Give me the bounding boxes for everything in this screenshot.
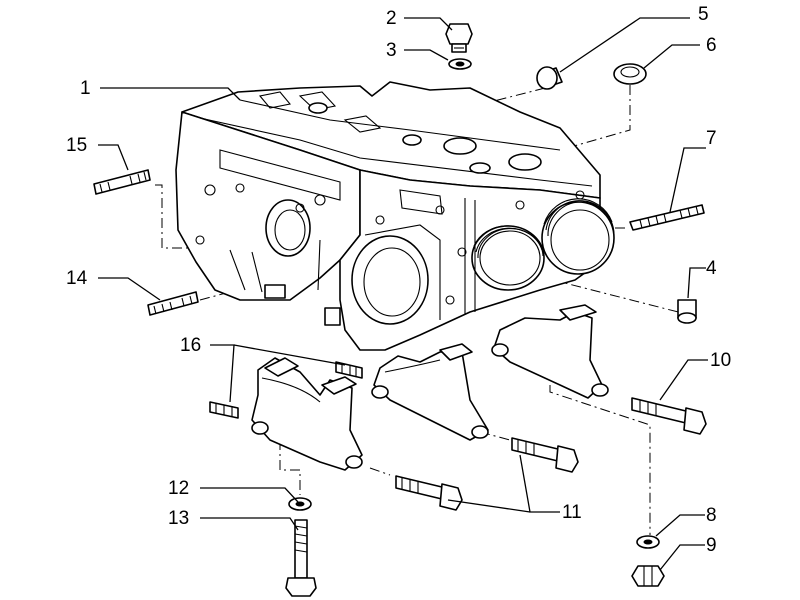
callout-10: 10: [710, 350, 731, 371]
callout-labels: 1 2 3 4 5 6 7 8 9 10 11 12 13 14 15 16: [66, 4, 731, 556]
callout-11: 11: [562, 502, 582, 523]
callout-16: 16: [180, 335, 201, 356]
main-bearing-cap-rear: [491, 304, 609, 399]
part-6-seal: [613, 63, 647, 85]
part-12-washer: [288, 497, 312, 511]
callout-1: 1: [80, 78, 91, 99]
callout-6: 6: [706, 35, 717, 56]
callout-12: 12: [168, 478, 189, 499]
engine-block: [175, 81, 615, 351]
callout-14: 14: [66, 268, 88, 289]
main-bearing-cap-front: [251, 357, 363, 471]
part-9-nut: [631, 565, 665, 587]
part-16-studs: [209, 361, 363, 419]
callout-4: 4: [706, 258, 717, 279]
callout-5: 5: [698, 4, 709, 25]
leader-lines: [98, 17, 708, 571]
main-bearing-cap-middle: [371, 343, 489, 441]
part-5-plug: [536, 66, 563, 90]
part-14-stud: [147, 291, 199, 316]
part-2-bolt: [445, 23, 473, 53]
part-4-dowel: [677, 299, 697, 324]
callout-8: 8: [706, 505, 717, 526]
part-7-stud: [629, 204, 705, 231]
part-11-bolts: [395, 437, 579, 511]
part-8-washer: [636, 535, 660, 549]
cylinder-liner-left: [471, 225, 545, 291]
callout-7: 7: [706, 128, 717, 149]
part-10-bolt: [631, 397, 707, 435]
part-15-stud: [93, 169, 151, 195]
callout-9: 9: [706, 535, 717, 556]
callout-15: 15: [66, 135, 87, 156]
part-13-bolt: [285, 519, 317, 597]
callout-3: 3: [386, 40, 397, 61]
cylinder-liner-right: [541, 198, 615, 275]
callout-13: 13: [168, 508, 189, 529]
callout-2: 2: [386, 8, 397, 29]
